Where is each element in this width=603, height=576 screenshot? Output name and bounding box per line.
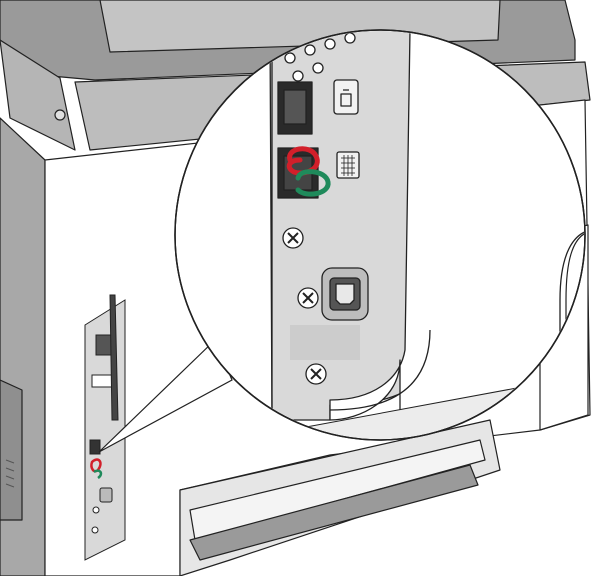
vent-slots bbox=[5, 459, 15, 488]
usb-port-icon bbox=[321, 267, 369, 321]
callout-magnifier bbox=[174, 29, 586, 441]
thumbscrew-icon bbox=[282, 227, 327, 385]
rear-connector-panel bbox=[84, 294, 126, 561]
red-green-cable-icon bbox=[286, 146, 331, 197]
